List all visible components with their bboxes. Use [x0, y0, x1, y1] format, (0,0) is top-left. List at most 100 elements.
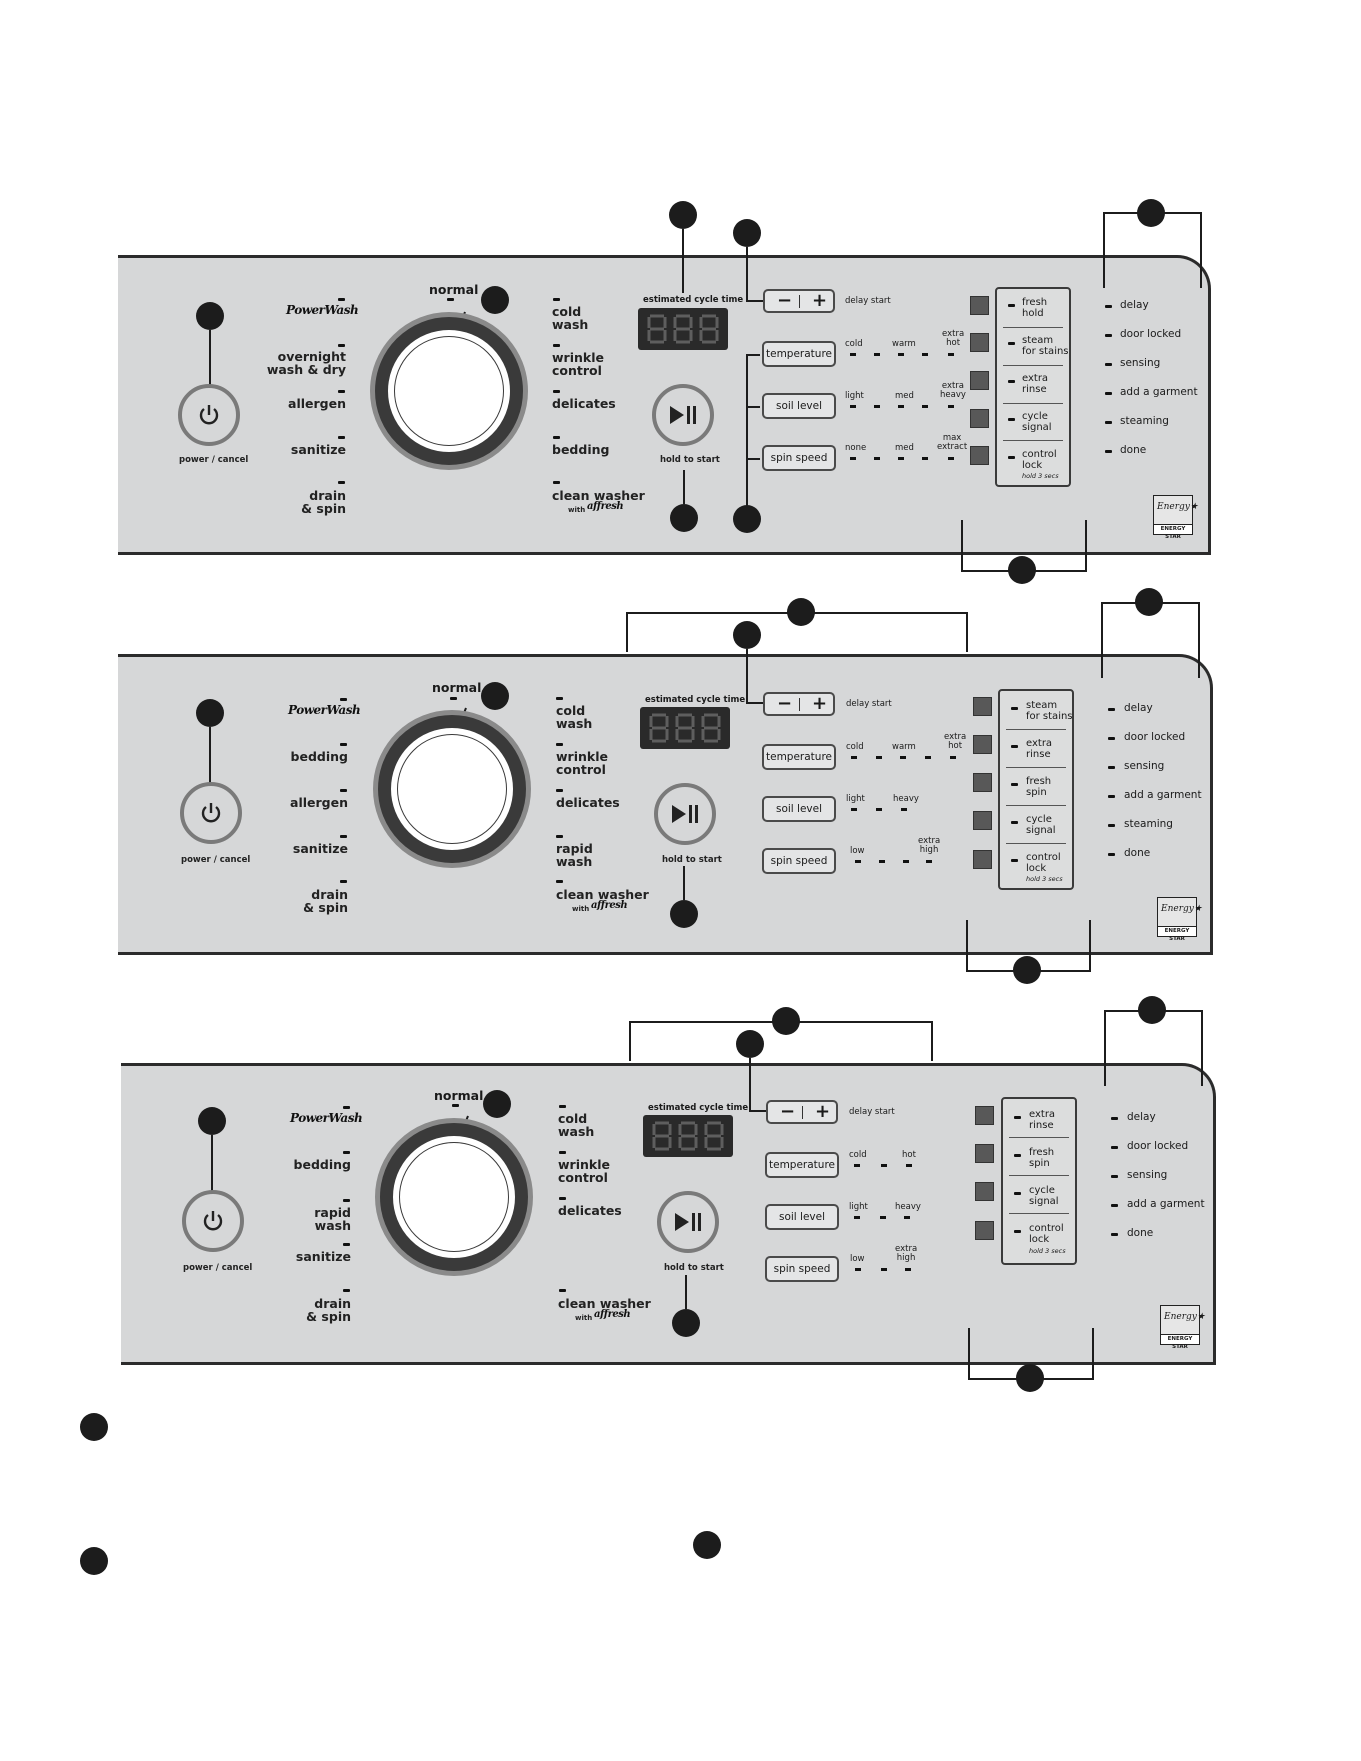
cycle-bedding[interactable]: bedding	[290, 749, 348, 764]
option-cycle-signal: cycle signal	[1026, 814, 1056, 836]
callout-dial	[483, 1090, 511, 1118]
option-button-3[interactable]	[975, 1182, 994, 1201]
soil-level-button[interactable]: soil level	[762, 393, 836, 419]
option-button-3[interactable]	[973, 773, 992, 792]
cycle-sanitize[interactable]: sanitize	[290, 442, 346, 457]
callout-modifiers	[733, 505, 761, 533]
plus-button[interactable]: +	[812, 290, 828, 311]
option-button-1[interactable]	[975, 1106, 994, 1125]
callout-display	[669, 201, 697, 229]
options-box	[995, 287, 1071, 487]
callout-power	[196, 302, 224, 330]
start-pause-button[interactable]	[652, 384, 714, 446]
start-label: hold to start	[662, 855, 722, 865]
cycle-overnight-wash-dry[interactable]: overnight wash & dry	[266, 349, 346, 377]
option-steam-for-stains: steam for stains	[1022, 335, 1069, 357]
cycle-drain-spin[interactable]: drain & spin	[303, 887, 348, 915]
temperature-button[interactable]: temperature	[762, 744, 836, 770]
start-pause-button[interactable]	[654, 783, 716, 845]
energy-star-logo: Energy★ ENERGY STAR	[1160, 1305, 1205, 1350]
temperature-button[interactable]: temperature	[765, 1152, 839, 1178]
option-button-4[interactable]	[973, 811, 992, 830]
option-fresh-spin: fresh spin	[1029, 1147, 1055, 1169]
cycle-allergen[interactable]: allergen	[290, 795, 348, 810]
option-button-3[interactable]	[970, 371, 989, 390]
delay-start-adjust[interactable]: − +	[763, 289, 835, 313]
delay-start-adjust[interactable]: − +	[763, 692, 835, 716]
callout-start	[670, 504, 698, 532]
minus-button[interactable]: −	[777, 290, 793, 311]
soil-level-button[interactable]: soil level	[762, 796, 836, 822]
cycle-sanitize[interactable]: sanitize	[295, 1249, 351, 1264]
option-button-1[interactable]	[973, 697, 992, 716]
cycle-clean-washer[interactable]: clean washer	[558, 1296, 651, 1311]
plus-button[interactable]: +	[815, 1101, 831, 1122]
plus-button[interactable]: +	[812, 693, 828, 714]
cycle-cold-wash[interactable]: cold wash	[556, 703, 593, 731]
cycle-clean-washer[interactable]: clean washer	[556, 887, 649, 902]
spin-speed-button[interactable]: spin speed	[762, 445, 836, 471]
status-steaming: steaming	[1120, 415, 1169, 427]
option-button-1[interactable]	[970, 296, 989, 315]
dial-label-normal: normal	[429, 282, 479, 297]
clean-washer-with: with	[572, 905, 590, 913]
power-cancel-button[interactable]	[178, 384, 240, 446]
option-button-5[interactable]	[970, 446, 989, 465]
cycle-delicates[interactable]: delicates	[558, 1203, 622, 1218]
cycle-selector-dial[interactable]	[370, 312, 528, 470]
cycle-time-display	[638, 308, 728, 350]
status-add-garment: add a garment	[1120, 386, 1198, 398]
affresh-logo: affresh	[587, 501, 624, 512]
option-button-4[interactable]	[970, 409, 989, 428]
cycle-selector-dial[interactable]	[373, 710, 531, 868]
cycle-wrinkle-control[interactable]: wrinkle control	[552, 350, 604, 378]
display-title: estimated cycle time	[648, 1103, 749, 1113]
power-icon	[203, 1211, 223, 1231]
display-title: estimated cycle time	[643, 295, 744, 305]
option-button-2[interactable]	[975, 1144, 994, 1163]
delay-start-adjust[interactable]: − +	[766, 1100, 838, 1124]
cycle-cold-wash[interactable]: cold wash	[552, 304, 589, 332]
cycle-cold-wash[interactable]: cold wash	[558, 1111, 595, 1139]
delay-start-label: delay start	[846, 699, 892, 709]
option-button-2[interactable]	[973, 735, 992, 754]
cycle-bedding[interactable]: bedding	[552, 442, 610, 457]
cycle-allergen[interactable]: allergen	[288, 396, 346, 411]
option-fresh-hold: fresh hold	[1022, 297, 1048, 319]
cycle-rapid-wash[interactable]: rapid wash	[314, 1205, 351, 1233]
cycle-wrinkle-control[interactable]: wrinkle control	[558, 1157, 610, 1185]
soil-level-button[interactable]: soil level	[765, 1204, 839, 1230]
play-pause-icon	[675, 1213, 701, 1231]
cycle-clean-washer[interactable]: clean washer	[552, 488, 645, 503]
energy-star-logo: Energy★ ENERGY STAR	[1157, 897, 1202, 942]
cycle-rapid-wash[interactable]: rapid wash	[556, 841, 593, 869]
hold-note: hold 3 secs	[1029, 1247, 1066, 1255]
power-cancel-button[interactable]	[182, 1190, 244, 1252]
option-button-2[interactable]	[970, 333, 989, 352]
legend-bullet-3	[693, 1531, 721, 1559]
minus-button[interactable]: −	[780, 1101, 796, 1122]
start-pause-button[interactable]	[657, 1191, 719, 1253]
status-door-locked: door locked	[1124, 731, 1186, 743]
cycle-delicates[interactable]: delicates	[556, 795, 620, 810]
delay-start-label: delay start	[845, 296, 891, 306]
clean-washer-with: with	[575, 1314, 593, 1322]
cycle-drain-spin[interactable]: drain & spin	[301, 488, 346, 516]
callout-start	[670, 900, 698, 928]
cycle-wrinkle-control[interactable]: wrinkle control	[556, 749, 608, 777]
power-cancel-button[interactable]	[180, 782, 242, 844]
spin-speed-button[interactable]: spin speed	[762, 848, 836, 874]
cycle-drain-spin[interactable]: drain & spin	[306, 1296, 351, 1324]
spin-speed-button[interactable]: spin speed	[765, 1256, 839, 1282]
cycle-bedding[interactable]: bedding	[293, 1157, 351, 1172]
minus-button[interactable]: −	[777, 693, 793, 714]
status-add-garment: add a garment	[1127, 1198, 1205, 1210]
callout-delay	[736, 1030, 764, 1058]
cycle-delicates[interactable]: delicates	[552, 396, 616, 411]
temperature-button[interactable]: temperature	[762, 341, 836, 367]
cycle-sanitize[interactable]: sanitize	[292, 841, 348, 856]
option-button-4[interactable]	[975, 1221, 994, 1240]
cycle-selector-dial[interactable]	[375, 1118, 533, 1276]
play-pause-icon	[672, 805, 698, 823]
option-button-5[interactable]	[973, 850, 992, 869]
